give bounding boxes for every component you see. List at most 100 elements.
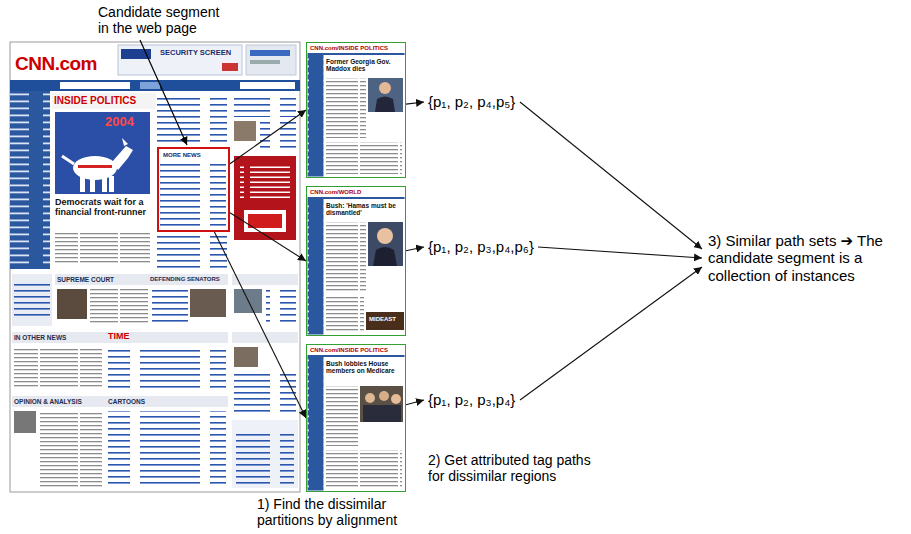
instance-page-picture [308, 355, 405, 357]
main-web-page-picture [248, 214, 282, 228]
main-web-page-picture [240, 82, 295, 89]
instance-page-picture [308, 201, 324, 333]
main-web-page-picture [236, 432, 294, 484]
web-page-screenshot: CNN.com SECURITY SCREEN INSIDE POLITICS 200… [10, 42, 300, 492]
instance-page-picture [368, 222, 403, 266]
main-web-page-picture [234, 347, 258, 367]
instance-page-picture [306, 344, 406, 492]
headline: Former Georgia Gov. Maddox dies [326, 58, 403, 73]
headline: Bush lobbies House members on Medicare [326, 360, 403, 375]
path-set: {p₁, p₂, p₃,p₄,p₆} [424, 236, 538, 258]
main-web-page-picture [109, 176, 114, 192]
instance-page-picture [377, 228, 393, 244]
section-heading: IN OTHER NEWS [14, 334, 66, 341]
instance-page-picture [326, 222, 366, 292]
main-web-page-picture [10, 91, 50, 269]
instance-page: CNN.com/INSIDE POLITICSFormer Georgia Go… [306, 42, 406, 178]
path-set: {p₁, p₂, p₃,p₄} [424, 389, 520, 411]
section-heading: CARTOONS [108, 398, 145, 405]
main-web-page-picture [260, 121, 296, 149]
main-web-page-picture [57, 289, 87, 319]
instance-page-picture [326, 386, 358, 446]
path-set-text: {p₁, p₂, p₄,p₅} [428, 93, 516, 110]
main-web-page-picture [140, 82, 160, 89]
main-web-page-picture [60, 82, 130, 89]
main-web-page-picture [12, 396, 228, 407]
main-web-page-picture [246, 45, 296, 75]
ad-text: MIDEAST [369, 316, 396, 323]
instance-page-picture [326, 78, 366, 138]
main-web-page-picture [266, 289, 296, 325]
step-label: 1) Find the dissimilar partitions by ali… [257, 496, 422, 528]
instance-page-picture [308, 359, 324, 489]
conclusion-note: 3) Similar path sets ➔ The candidate seg… [702, 226, 889, 290]
instance-page-picture [308, 199, 324, 335]
connector-arrow [214, 232, 306, 418]
instance-page-picture [308, 55, 324, 177]
section-heading: DEFENDING SENATORS [150, 276, 220, 283]
main-web-page-picture [12, 274, 52, 326]
candidate-segment: MORE NEWS [157, 147, 230, 232]
connector-arrow [520, 267, 702, 400]
main-web-page-picture [10, 42, 300, 492]
instance-page-picture [375, 97, 395, 113]
instance-page-picture [379, 391, 389, 401]
instance-page-picture [368, 78, 403, 112]
connector-arrow [406, 247, 424, 251]
main-web-page-picture [80, 176, 85, 192]
magazine-logo: TIME [108, 331, 130, 341]
instance-page-picture [308, 197, 405, 199]
main-web-page-picture [234, 121, 256, 141]
main-web-page-picture [52, 93, 156, 109]
connector-arrow [520, 102, 702, 249]
main-web-page-picture [55, 231, 150, 265]
main-web-page-picture [232, 274, 298, 285]
instance-page: CNN.com/INSIDE POLITICS Bush lobbies Hous… [306, 344, 406, 492]
main-web-page-picture [55, 112, 150, 194]
connector-arrow [230, 110, 306, 164]
main-web-page-picture [190, 289, 226, 317]
main-web-page-picture [14, 280, 50, 320]
main-web-page-picture [108, 411, 226, 487]
connector-arrow [538, 247, 702, 258]
page-header: CNN.com/INSIDE POLITICS [310, 347, 388, 354]
instance-page-picture [306, 42, 406, 178]
conclusion-text: 3) Similar path sets ➔ The candidate seg… [708, 232, 883, 284]
instance-page-picture [306, 42, 406, 178]
main-web-page-picture [40, 411, 102, 487]
main-web-page-picture [12, 332, 228, 343]
section-heading: MORE NEWS [163, 152, 201, 159]
section-heading: OPINION & ANALYSIS [14, 398, 82, 405]
connector-arrow [406, 102, 424, 104]
main-web-page-picture [10, 80, 300, 91]
main-web-page-picture [244, 210, 286, 232]
path-set: {p₁, p₂, p₄,p₅} [424, 91, 520, 113]
headline: Bush: 'Hamas must be dismantled' [326, 202, 403, 217]
main-web-page-picture [90, 289, 148, 325]
main-web-page-picture [232, 420, 298, 488]
instance-page-picture [363, 405, 401, 422]
main-web-page-picture [78, 165, 112, 168]
main-web-page-picture [234, 95, 296, 117]
main-web-page-picture [234, 156, 296, 240]
main-web-page-picture [152, 289, 188, 325]
main-web-page-picture [160, 161, 226, 229]
image-caption: 2004 [105, 115, 134, 130]
main-web-page-picture [102, 178, 107, 192]
main-web-page-picture [157, 236, 227, 268]
main-web-page-picture [122, 138, 128, 146]
site-logo: CNN.com [15, 53, 97, 75]
section-title: INSIDE POLITICS [54, 95, 136, 107]
main-web-page-picture [14, 347, 102, 389]
headline: Democrats wait for a financial front-run… [55, 197, 152, 218]
main-web-page-picture [250, 50, 290, 56]
instance-page-picture [326, 296, 364, 332]
main-web-page-picture [112, 146, 133, 170]
banner-ad-text: SECURITY SCREEN [160, 49, 231, 58]
main-web-page-picture [55, 274, 228, 285]
section-heading: SUPREME COURT [57, 276, 114, 283]
annotation: Candidate segment in the web page [98, 4, 228, 36]
instance-page-picture [326, 142, 402, 174]
instance-page-picture [365, 393, 375, 403]
